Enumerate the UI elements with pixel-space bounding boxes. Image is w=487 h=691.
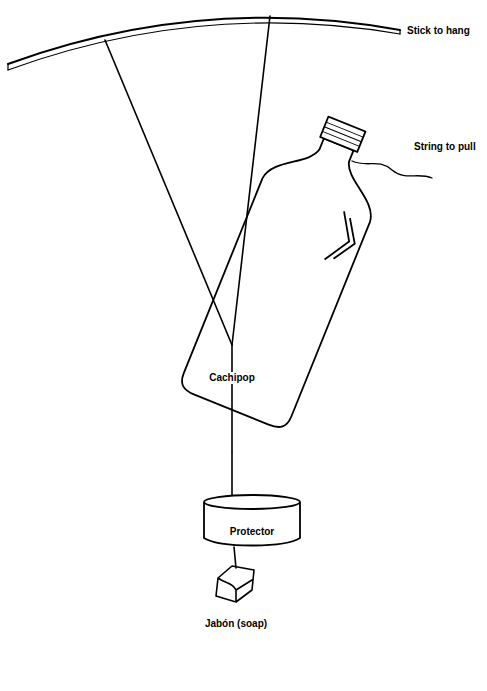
part-label: Jabón (soap) — [203, 618, 269, 630]
stick-edge — [8, 23, 400, 70]
part-label: String to pull — [412, 141, 478, 153]
cap-thread — [322, 122, 363, 146]
bottle-cap — [320, 117, 365, 152]
bottle-handle — [325, 211, 365, 267]
node-label: Cachipop — [207, 372, 257, 384]
bottle-body — [178, 123, 390, 432]
string-connector — [231, 452, 233, 495]
protector-cylinder: Protector — [200, 492, 304, 550]
bottle: Cachipop — [160, 100, 390, 452]
bottle-outline — [160, 100, 390, 452]
soap-string — [231, 345, 233, 452]
hanging-string — [232, 16, 270, 345]
pull-string — [352, 161, 432, 178]
stick — [8, 18, 400, 64]
stick-end — [8, 30, 400, 70]
soap-bar — [216, 566, 254, 602]
node-label: Protector — [228, 526, 276, 538]
part-label: Stick to hang — [405, 25, 472, 37]
cylinder-outline — [200, 492, 304, 550]
soap-string — [234, 547, 236, 568]
